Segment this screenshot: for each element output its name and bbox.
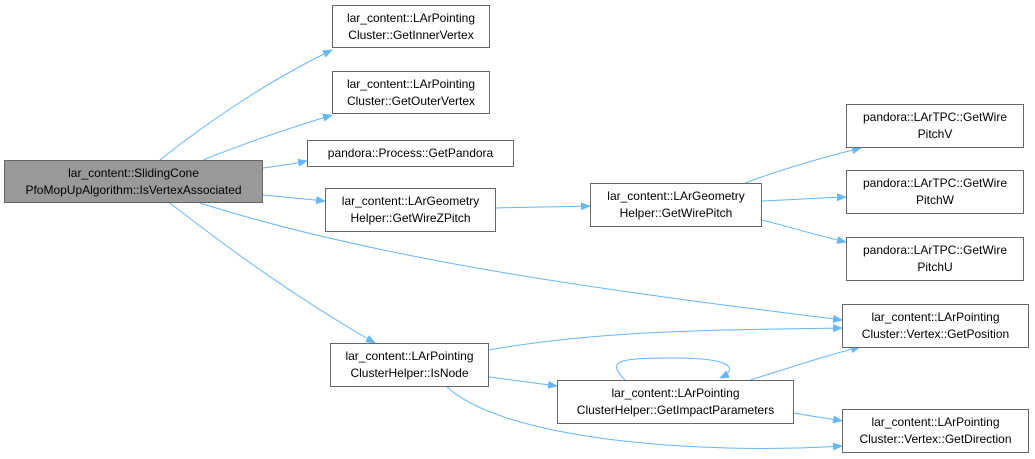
- node-get-wire-pitch-line-1: lar_content::LArGeometry: [607, 189, 745, 203]
- node-is-node-line-1: lar_content::LArPointing: [345, 349, 474, 363]
- node-vertex-get-position[interactable]: lar_content::LArPointing Cluster::Vertex…: [842, 304, 1029, 348]
- node-get-pandora-line-1: pandora::Process::GetPandora: [327, 146, 494, 160]
- edge-get-impact-parameters-to-get-direction: [793, 412, 843, 424]
- node-vertex-get-position-line-1: lar_content::LArPointing: [871, 310, 1000, 324]
- node-get-inner-vertex-line-2: Cluster::GetInnerVertex: [348, 27, 474, 42]
- node-get-inner-vertex[interactable]: lar_content::LArPointing Cluster::GetInn…: [332, 5, 490, 48]
- node-vertex-get-direction-line-2: Cluster::Vertex::GetDirection: [859, 432, 1012, 446]
- node-get-wire-pitch-v-line-2: PitchV: [917, 127, 953, 141]
- node-get-wire-pitch[interactable]: lar_content::LArGeometry Helper::GetWire…: [590, 183, 762, 227]
- node-get-pandora[interactable]: pandora::Process::GetPandora: [307, 140, 514, 167]
- node-vertex-get-direction[interactable]: lar_content::LArPointing Cluster::Vertex…: [842, 409, 1029, 453]
- node-get-inner-vertex-line-1: lar_content::LArPointing: [346, 10, 476, 25]
- node-root-line-2: PfoMopUpAlgorithm::IsVertexAssociated: [25, 182, 242, 197]
- node-get-outer-vertex[interactable]: lar_content::LArPointing Cluster::GetOut…: [332, 71, 490, 114]
- node-get-wire-pitch-u[interactable]: pandora::LArTPC::GetWire PitchU: [846, 237, 1024, 281]
- edge-root-to-get-position: [199, 202, 843, 323]
- node-get-outer-vertex-line-1: lar_content::LArPointing: [346, 76, 476, 91]
- node-get-wire-pitch-v-line-1: pandora::LArTPC::GetWire: [862, 110, 1008, 124]
- node-vertex-get-direction-line-1: lar_content::LArPointing: [871, 415, 1000, 429]
- node-get-wire-pitch-w[interactable]: pandora::LArTPC::GetWire PitchW: [846, 170, 1024, 214]
- node-get-wire-pitch-w-line-2: PitchW: [915, 193, 954, 207]
- edge-is-node-to-get-position: [488, 324, 843, 351]
- node-get-outer-vertex-line-2: Cluster::GetOuterVertex: [346, 93, 476, 108]
- edge-get-wire-pitch-to-pitch-v: [744, 146, 862, 184]
- node-get-wire-z-pitch-line-2: Helper::GetWireZPitch: [350, 211, 471, 225]
- node-get-wire-pitch-u-line-2: PitchU: [917, 260, 953, 274]
- edge-root-to-get-wire-z-pitch: [262, 194, 326, 205]
- node-is-node[interactable]: lar_content::LArPointing ClusterHelper::…: [330, 343, 489, 387]
- node-get-impact-parameters-line-2: ClusterHelper::GetImpactParameters: [576, 403, 775, 417]
- edge-root-to-is-node: [169, 202, 376, 344]
- node-get-wire-pitch-w-line-1: pandora::LArTPC::GetWire: [862, 176, 1008, 190]
- edge-is-node-to-get-impact-parameters: [488, 376, 558, 389]
- node-is-node-line-2: ClusterHelper::IsNode: [350, 366, 469, 380]
- node-get-wire-pitch-line-2: Helper::GetWirePitch: [619, 206, 733, 220]
- node-vertex-get-position-line-2: Cluster::Vertex::GetPosition: [861, 327, 1010, 341]
- node-root-is-vertex-associated: lar_content::SlidingCone PfoMopUpAlgorit…: [4, 160, 263, 203]
- edge-get-wire-z-pitch-to-get-wire-pitch: [495, 202, 591, 211]
- edge-get-wire-pitch-to-pitch-u: [761, 219, 847, 244]
- node-get-wire-z-pitch-line-1: lar_content::LArGeometry: [341, 194, 480, 208]
- edge-get-impact-parameters-to-get-position: [749, 345, 861, 381]
- node-get-wire-z-pitch[interactable]: lar_content::LArGeometry Helper::GetWire…: [325, 188, 496, 232]
- edge-get-impact-parameters-self-loop: [616, 357, 730, 381]
- node-get-impact-parameters-line-1: lar_content::LArPointing: [611, 386, 740, 400]
- edge-is-node-to-get-direction: [444, 384, 843, 451]
- edge-get-wire-pitch-to-pitch-w: [761, 193, 847, 202]
- node-root-line-1: lar_content::SlidingCone: [68, 165, 199, 180]
- node-get-impact-parameters[interactable]: lar_content::LArPointing ClusterHelper::…: [557, 380, 794, 424]
- edge-root-to-get-pandora: [262, 158, 308, 169]
- edge-root-to-get-outer-vertex: [202, 113, 333, 161]
- node-get-wire-pitch-v[interactable]: pandora::LArTPC::GetWire PitchV: [846, 104, 1024, 148]
- node-get-wire-pitch-u-line-1: pandora::LArTPC::GetWire: [862, 243, 1008, 257]
- edge-root-to-get-inner-vertex: [159, 49, 333, 161]
